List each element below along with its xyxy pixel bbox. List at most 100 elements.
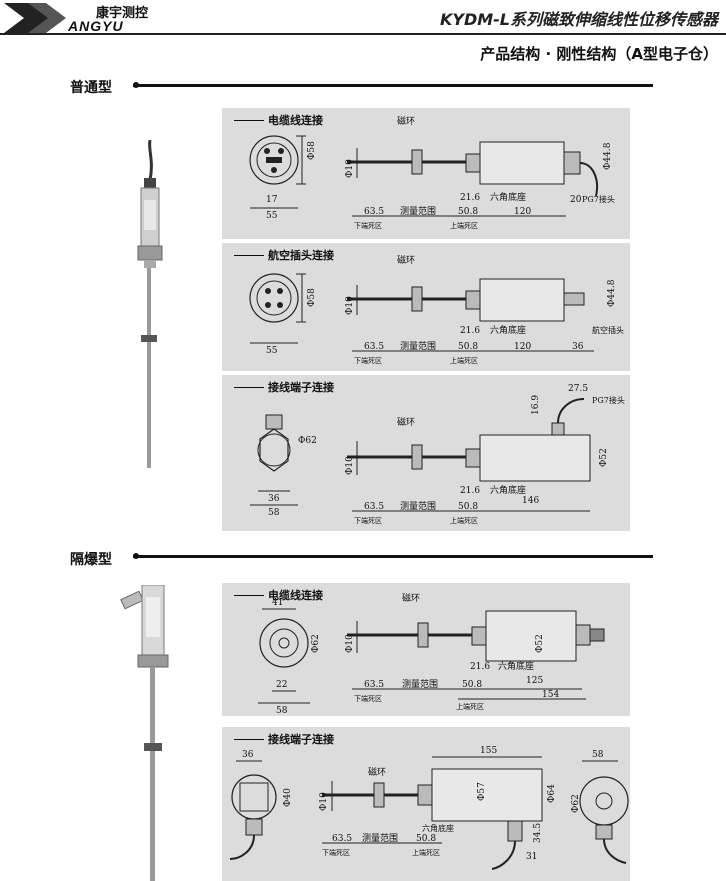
panel-caption: 接线端子连接 <box>268 381 334 394</box>
drawing-terminal-connection: Φ62 36 58 Φ10 磁环 16.9 27.5 PG7接头 Φ52 21.… <box>250 384 625 525</box>
label-rod-d: Φ10 <box>345 159 355 178</box>
label-216: 21.6 <box>460 486 480 496</box>
label-dead-lower: 下端死区 <box>354 221 382 230</box>
drawing-panel-ex-terminal: 接线端子连接 36 Φ40 Φ10 磁环 155 Φ57 Φ64 34.5 31… <box>222 727 630 881</box>
label-range: 测量范围 <box>400 340 436 352</box>
drawing-panel-terminal: 接线端子连接 Φ62 36 58 Φ10 磁环 16.9 27.5 PG7接头 … <box>222 375 630 531</box>
label-448: Φ44.8 <box>603 142 613 170</box>
label-55: 55 <box>266 211 278 221</box>
label-17: 17 <box>266 195 278 205</box>
page-subtitle: 产品结构 · 刚性结构（A型电子仓） <box>480 45 718 63</box>
label-hex: 六角底座 <box>498 660 534 672</box>
label-hex: 六角底座 <box>490 324 526 336</box>
label-508: 50.8 <box>416 834 436 844</box>
label-dead-lower: 下端死区 <box>354 694 382 703</box>
label-216: 21.6 <box>460 193 480 203</box>
logo-chinese-name: 康宇测控 <box>96 6 149 21</box>
label-rod-d: Φ10 <box>345 456 355 475</box>
label-508: 50.8 <box>462 680 482 690</box>
drawing-ex-cable-connection: 41 Φ62 22 58 Φ10 磁环 Φ52 21.6 六角底座 125 63… <box>258 592 605 716</box>
label-rod-d: Φ10 <box>319 792 329 811</box>
panel-caption: 接线端子连接 <box>268 733 334 746</box>
label-rod-d: Φ10 <box>345 296 355 315</box>
section-rule <box>133 84 653 87</box>
label-hex: 六角底座 <box>490 191 526 203</box>
label-range: 测量范围 <box>362 832 398 844</box>
logo-english-name: ANGYU <box>68 18 124 34</box>
logo-k-mark <box>4 3 66 33</box>
caption-dash <box>234 387 264 388</box>
sensor-photo-explosion-proof <box>120 585 169 881</box>
label-dead-upper: 上端死区 <box>456 702 484 711</box>
label-dead-lower: 下端死区 <box>322 848 350 857</box>
label-dead-upper: 上端死区 <box>412 848 440 857</box>
label-face-diameter: Φ62 <box>298 436 317 446</box>
drawing-panel-ex-cable: 电缆线连接 41 Φ62 22 58 Φ10 磁环 Φ52 21.6 六角底座 … <box>222 583 630 716</box>
label-508: 50.8 <box>458 502 478 512</box>
label-216: 21.6 <box>470 662 490 672</box>
label-64: Φ64 <box>547 784 557 803</box>
drawing-ex-terminal-connection: 36 Φ40 Φ10 磁环 155 Φ57 Φ64 34.5 31 六角底座 6… <box>229 746 629 870</box>
label-62: Φ62 <box>571 794 581 813</box>
label-22: 22 <box>276 680 287 690</box>
label-rod-d: Φ10 <box>345 634 355 653</box>
label-ring: 磁环 <box>402 592 420 604</box>
label-face-diameter: Φ58 <box>307 141 317 160</box>
company-logo <box>2 1 152 35</box>
label-52: Φ52 <box>599 448 609 467</box>
document-title: KYDM-L系列磁致伸缩线性位移传感器 <box>439 10 718 29</box>
label-dead-lower: 下端死区 <box>354 356 382 365</box>
label-508: 50.8 <box>458 342 478 352</box>
header-rule <box>0 33 726 35</box>
label-face-diameter: Φ58 <box>307 288 317 307</box>
label-hex: 六角底座 <box>422 823 454 833</box>
label-635: 63.5 <box>364 502 384 512</box>
label-dead-upper: 上端死区 <box>450 356 478 365</box>
label-dead-lower: 下端死区 <box>354 516 382 525</box>
label-58: 58 <box>268 508 280 518</box>
label-joint: PG7接头 <box>592 395 625 405</box>
label-154: 154 <box>542 690 559 700</box>
section-rule <box>133 555 653 558</box>
panel-caption: 航空插头连接 <box>268 249 334 262</box>
caption-dash <box>234 255 264 256</box>
label-58: 58 <box>592 750 604 760</box>
label-635: 63.5 <box>332 834 352 844</box>
label-155: 155 <box>480 746 497 756</box>
label-216: 21.6 <box>460 326 480 336</box>
label-58: 58 <box>276 706 288 716</box>
label-range: 测量范围 <box>402 678 438 690</box>
label-ring: 磁环 <box>397 416 415 428</box>
caption-dash <box>234 120 264 121</box>
label-ring: 磁环 <box>368 766 386 778</box>
label-448: Φ44.8 <box>607 279 617 307</box>
label-range: 测量范围 <box>400 205 436 217</box>
label-face-diameter: Φ62 <box>311 634 321 653</box>
label-ring: 磁环 <box>397 115 415 127</box>
label-125: 125 <box>526 676 543 686</box>
drawing-aviation-plug-connection: Φ58 55 Φ10 磁环 21.6 六角底座 航空插头 Φ44.8 63.5 … <box>249 254 624 365</box>
section-label-explosion-proof: 隔爆型 <box>70 552 112 568</box>
label-36: 36 <box>268 494 280 504</box>
drawing-panel-cable: 电缆线连接 Φ58 17 55 Φ10 磁环 21.6 六角底座 20 PG7接… <box>222 108 630 239</box>
section-label-standard: 普通型 <box>70 80 112 96</box>
label-146: 146 <box>522 496 539 506</box>
label-57: Φ57 <box>477 782 487 801</box>
label-41: 41 <box>272 598 283 608</box>
label-508: 50.8 <box>458 207 478 217</box>
label-55: 55 <box>266 346 278 356</box>
drawing-cable-connection: Φ58 17 55 Φ10 磁环 21.6 六角底座 20 PG7接头 Φ44.… <box>249 115 615 230</box>
label-52: Φ52 <box>535 634 545 653</box>
sensor-photo-standard <box>137 140 163 468</box>
drawing-panel-aviation-plug: 航空插头连接 Φ58 55 Φ10 磁环 21.6 六角底座 航空插头 Φ44.… <box>222 243 630 371</box>
caption-dash <box>234 739 264 740</box>
label-dia-40: Φ40 <box>283 788 293 807</box>
label-635: 63.5 <box>364 207 384 217</box>
label-120: 120 <box>514 207 531 217</box>
label-31: 31 <box>526 852 537 862</box>
label-dead-upper: 上端死区 <box>450 221 478 230</box>
label-range: 测量范围 <box>400 500 436 512</box>
label-36: 36 <box>572 342 584 352</box>
caption-dash <box>234 595 264 596</box>
label-635: 63.5 <box>364 680 384 690</box>
